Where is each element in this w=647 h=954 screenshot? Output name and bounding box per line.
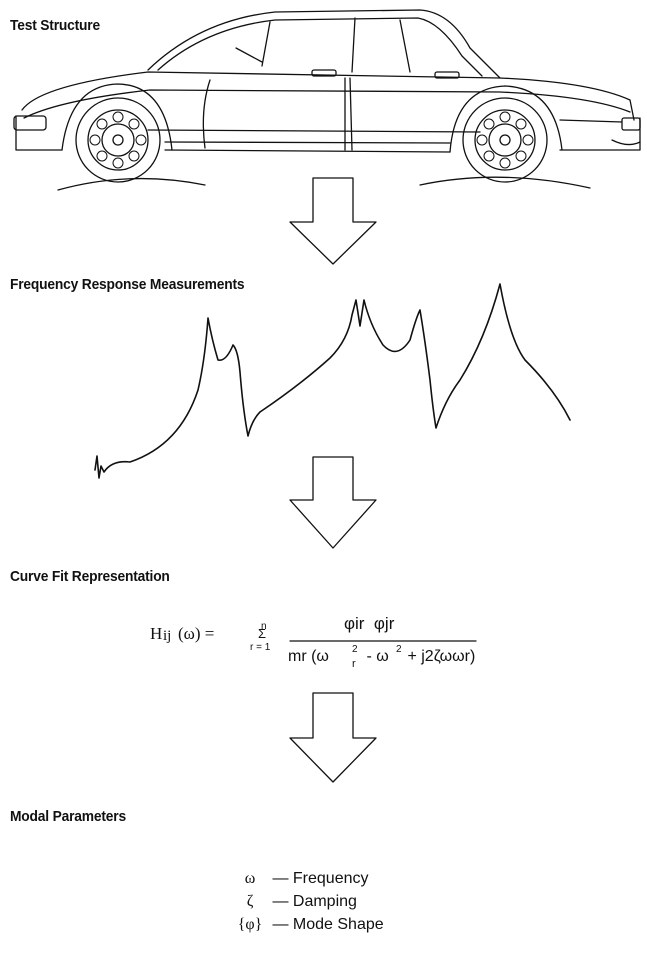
ground-arc-left <box>57 177 206 191</box>
parameter-row-mode-shape: {φ} — Mode Shape <box>232 916 384 939</box>
down-arrow-1 <box>289 177 377 265</box>
parameter-row-frequency: ω — Frequency <box>232 870 384 893</box>
parameter-label: — Mode Shape <box>272 916 384 933</box>
parameter-symbol: {φ} <box>237 916 263 933</box>
front-wheel <box>75 97 161 183</box>
ground-arc-right <box>419 176 591 189</box>
down-arrow-3 <box>289 692 377 783</box>
parameter-row-damping: ζ — Damping <box>232 893 384 916</box>
heading-frequency-response: Frequency Response Measurements <box>10 276 245 293</box>
car-roof <box>147 9 501 79</box>
parameter-label: — Damping <box>272 893 357 910</box>
modal-parameters-list: ω — Frequency ζ — Damping {φ} — Mode Sha… <box>232 870 384 939</box>
parameter-symbol: ζ <box>246 893 254 910</box>
heading-curve-fit: Curve Fit Representation <box>10 568 170 585</box>
frequency-response-curve <box>94 283 571 479</box>
down-arrow-2 <box>289 456 377 549</box>
car-illustration <box>13 9 641 191</box>
parameter-symbol: ω <box>244 870 256 887</box>
heading-modal-parameters: Modal Parameters <box>10 808 126 825</box>
car-body <box>21 71 635 121</box>
heading-test-structure: Test Structure <box>10 17 100 34</box>
rear-wheel <box>462 97 548 183</box>
parameter-label: — Frequency <box>272 870 369 887</box>
